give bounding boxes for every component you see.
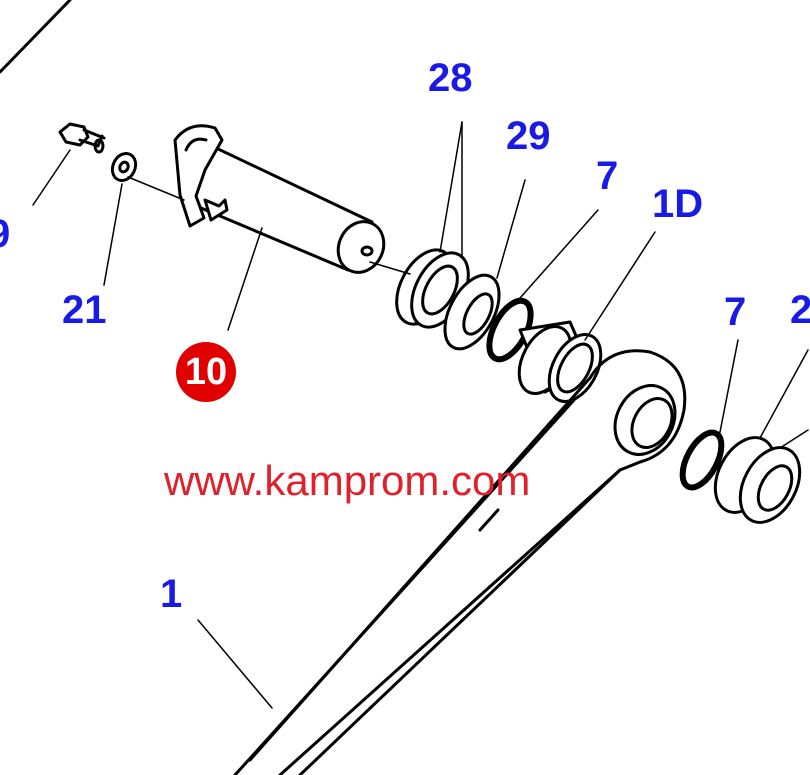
- callout-7b: 7: [724, 290, 747, 334]
- callout-1D: 1D: [652, 182, 704, 226]
- callout-2: 2: [790, 288, 810, 332]
- callout-1: 1: [160, 572, 183, 616]
- washer-part: [110, 151, 138, 183]
- ring-part-29: [443, 273, 501, 351]
- bushing-part-1D: [517, 320, 603, 403]
- callout-9: 9: [0, 214, 10, 254]
- watermark-url: www.kamprom.com: [164, 457, 531, 504]
- bolt-part: [58, 122, 106, 154]
- callout-28: 28: [428, 56, 473, 100]
- highlighted-part-badge: 10: [176, 342, 236, 402]
- leader-lines: [32, 121, 809, 709]
- frame-edge-line: [0, 0, 72, 74]
- callout-21: 21: [62, 288, 107, 332]
- callout-7: 7: [596, 154, 619, 198]
- oring-part-7b: [679, 429, 725, 491]
- arm-part: [233, 349, 687, 775]
- callout-29: 29: [506, 114, 551, 158]
- seal-part-28: [395, 248, 470, 329]
- pin-part: [173, 124, 386, 274]
- seal-part-2: [713, 436, 802, 524]
